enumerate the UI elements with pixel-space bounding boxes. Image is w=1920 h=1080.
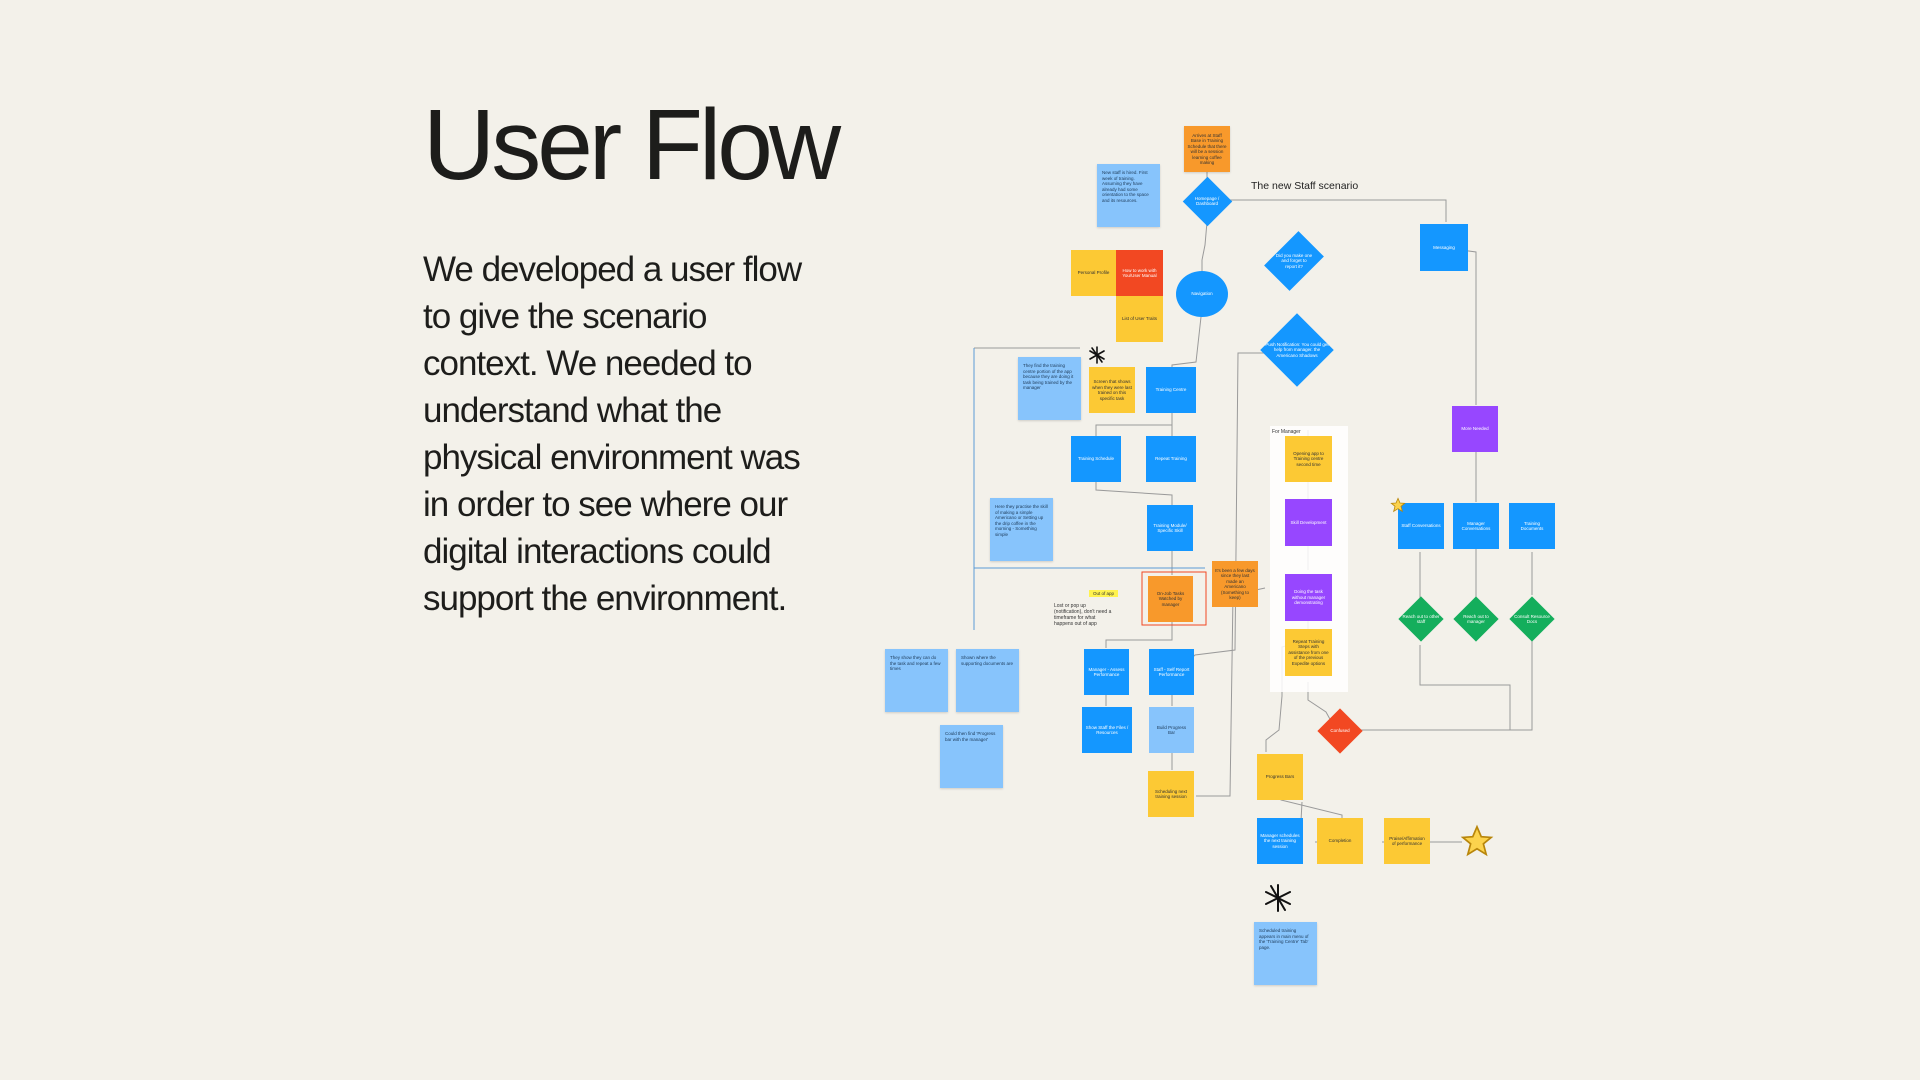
manager-conversations-node: Manager Conversations [1453, 503, 1499, 549]
build-progress-node: Build Progress Bar [1149, 707, 1194, 753]
description-line: physical environment was [423, 438, 801, 477]
reach-other-staff-node: Reach out to other staff [1398, 596, 1444, 642]
new-staff-note: New staff is hired. First week of traini… [1097, 164, 1160, 227]
page-title: User Flow [423, 89, 841, 201]
description-line: context. We needed to [423, 344, 753, 383]
description-line: in order to see where our [423, 485, 788, 524]
confused-node: Confused [1317, 708, 1363, 754]
skill-development-node: Skill Development [1285, 499, 1332, 546]
description: We developed a user flow to give the sce… [423, 246, 843, 622]
how-to-work-node: How to work with You/User Manual [1116, 250, 1163, 296]
asterisk-icon [1089, 346, 1105, 364]
arrives-node: Arrives at Staff Base in Training Schedu… [1184, 126, 1230, 172]
out-of-app-tag: Out of app [1089, 590, 1119, 597]
screen-shows-node: Screen that shows when they were last tr… [1089, 367, 1135, 413]
doing-task-node: Doing the task without manager demonstra… [1285, 574, 1332, 621]
manager-assess-node: Manager - Assess Performance [1084, 649, 1129, 695]
find-training-note: They find the training centre portion of… [1018, 357, 1081, 420]
opening-app-node: Opening app to Training centre second ti… [1285, 436, 1332, 482]
push-notification-node: Push Notification: You could get help fr… [1260, 310, 1334, 390]
they-show-note: They show they can do the task and repea… [885, 649, 948, 712]
few-days-node: It's been a few days since they last mad… [1212, 561, 1258, 607]
manager-schedules-node: Manager schedules the next training sess… [1257, 818, 1303, 864]
reach-manager-node: Reach out to manager [1453, 596, 1499, 642]
staff-self-report-node: Staff - Self Report Performance [1149, 649, 1194, 695]
on-job-tasks-node: On-Job Tasks Watched by manager [1148, 576, 1193, 622]
star-icon [1390, 497, 1406, 513]
did-you-make-node: Did you make one and forget to report it… [1264, 225, 1324, 297]
navigation-node: Navigation [1176, 271, 1228, 317]
training-documents-node: Training Documents [1509, 503, 1555, 549]
description-line: digital interactions could [423, 532, 772, 571]
more-needed-node: More Needed [1452, 406, 1498, 452]
skill-practice-note: Here they practise the skill of making a… [990, 498, 1053, 561]
could-feel-note: Could then find 'Progress bar with the m… [940, 725, 1003, 788]
star-icon [1460, 824, 1494, 857]
training-schedule-node: Training Schedule [1071, 436, 1121, 482]
progress-bars-node: Progress Bars [1257, 754, 1303, 800]
consult-resource-node: Consult Resource Docs [1509, 596, 1555, 642]
description-line: support the environment. [423, 579, 787, 618]
homepage-node: Homepage / Dashboard [1182, 176, 1232, 226]
messaging-node: Messaging [1420, 224, 1468, 271]
description-line: to give the scenario [423, 297, 708, 336]
manager-panel-label: For Manager [1272, 429, 1301, 435]
list-traits-node: List of User Traits [1116, 296, 1163, 342]
repeat-training-node: Repeat Training [1146, 436, 1196, 482]
scenario-label: The new Staff scenario [1251, 180, 1359, 192]
annotation: Lost or pop up (notification), don't nee… [1054, 603, 1112, 627]
scheduling-next-node: Scheduling next training session [1148, 771, 1194, 817]
description-line: understand what the [423, 391, 722, 430]
asterisk-icon [1265, 884, 1291, 912]
repeat-steps-node: Repeat Training Steps with assistance fr… [1285, 629, 1332, 676]
show-staff-files-node: Show Staff the Files / Resources [1082, 707, 1132, 753]
description-line: We developed a user flow [423, 250, 802, 289]
staff-conversations-node: Staff Conversations [1398, 503, 1444, 549]
scheduled-note: Scheduled training appears in main menu … [1254, 922, 1317, 985]
training-module-node: Training Module/ Specific Skill [1147, 505, 1193, 551]
personal-profile-node: Personal Profile [1071, 250, 1116, 296]
shown-where-note: Shown where the supporting documents are [956, 649, 1019, 712]
training-centre-node: Training Centre [1146, 367, 1196, 413]
completion-node: Completion [1317, 818, 1363, 864]
praise-node: Praise/Affirmation of performance [1384, 818, 1430, 864]
